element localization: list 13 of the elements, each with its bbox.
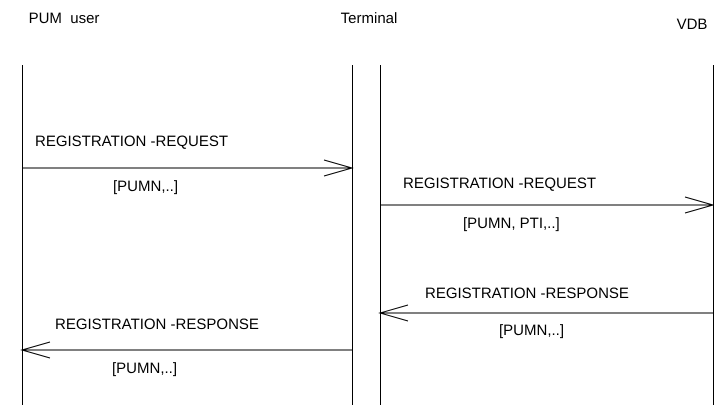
parameter-label: [PUMN,..] [499, 322, 564, 341]
parameter-label: [PUMN, PTI,..] [463, 215, 560, 234]
parameter-label: [PUMN,..] [112, 360, 178, 379]
message-label: REGISTRATION -REQUEST [35, 133, 228, 152]
parameter-label: [PUMN,..] [113, 178, 178, 197]
message-arrow [22, 160, 352, 176]
lifeline-header: VDB [676, 16, 708, 35]
message-label: REGISTRATION -REQUEST [403, 175, 596, 194]
message-arrow [22, 342, 352, 358]
message-arrow [380, 196, 714, 214]
lifeline-header: Terminal [340, 10, 398, 29]
message-arrow [380, 304, 714, 322]
lifeline-header: PUM user [28, 10, 100, 29]
